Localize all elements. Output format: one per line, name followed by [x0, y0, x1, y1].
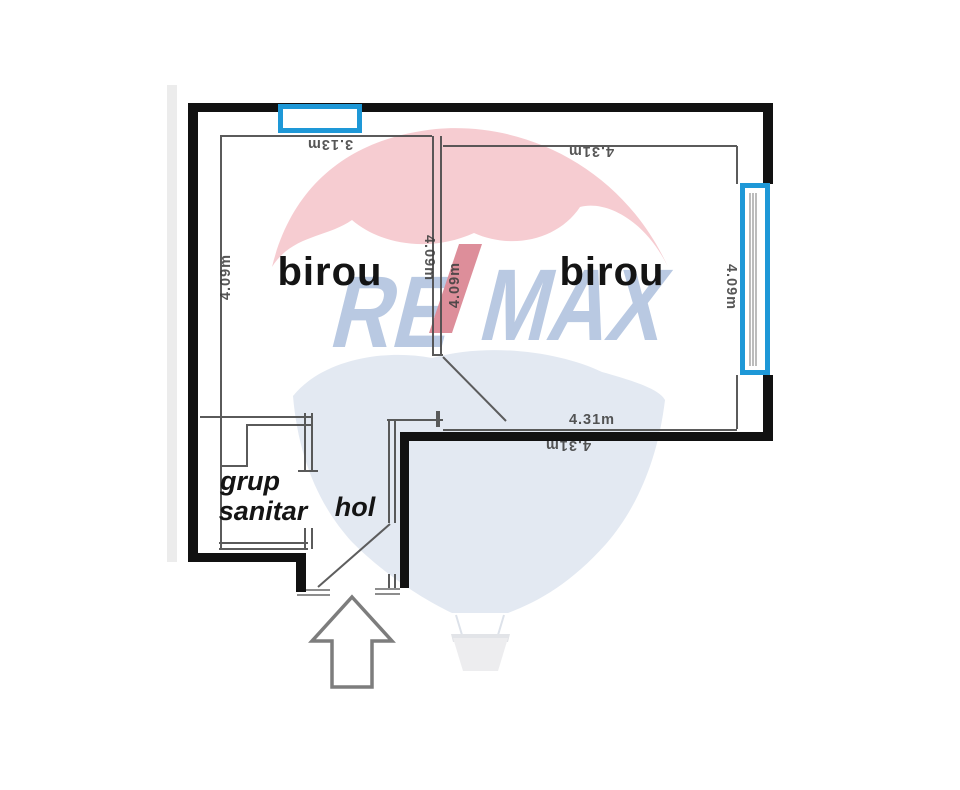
- wall-bottom-right-room: [400, 432, 773, 441]
- wall-right-upper: [763, 110, 773, 184]
- hallway-right-wall: [388, 420, 396, 589]
- scan-artifact-strip: [167, 85, 177, 562]
- room-label-office-right: birou: [560, 250, 665, 294]
- entrance-door-leaf: [317, 523, 391, 588]
- dimension-office-right-bottom-flipped: 4.31m: [545, 437, 591, 453]
- watermark-slash: [429, 244, 482, 333]
- room-label-hallway: hol: [335, 492, 376, 522]
- dimension-office-right-inner: 4.09m: [447, 262, 463, 308]
- watermark-brand-max: MAX: [471, 247, 681, 361]
- bathroom-walls: [219, 413, 313, 550]
- balloon-basket: [453, 638, 508, 671]
- window-right-glazing: [749, 193, 757, 366]
- dimension-office-right-bottom: 4.31m: [569, 412, 615, 428]
- office-door-leaf: [442, 356, 507, 422]
- dimension-office-left-side: 4.09m: [218, 254, 234, 300]
- room-label-office-left: birou: [278, 250, 383, 294]
- exterior-walls: [188, 103, 773, 592]
- office-left-inner-walls: [200, 135, 432, 418]
- wall-right-lower: [763, 375, 773, 441]
- dimension-office-right-side: 4.09m: [723, 264, 739, 310]
- doors: [317, 356, 507, 588]
- basket-connectors: [455, 614, 505, 636]
- dimension-office-left-top: 3.13m: [307, 136, 353, 152]
- room-label-bathroom-line2: sanitar: [219, 496, 309, 526]
- wall-left: [188, 103, 198, 562]
- balloon-bottom-shape: [293, 350, 665, 613]
- dimension-office-right-top: 4.31m: [568, 143, 614, 159]
- wall-bottom-step: [296, 562, 306, 592]
- offices-partition-wall: [432, 136, 443, 356]
- wall-bottom-left: [188, 553, 306, 562]
- remax-watermark: RE MAX: [272, 128, 681, 671]
- balloon-canopy-shape: [272, 128, 668, 267]
- interior-walls: [200, 135, 738, 589]
- window-right: [740, 183, 770, 375]
- window-top: [278, 104, 362, 133]
- entrance-jambs: [297, 588, 400, 596]
- wall-top: [188, 103, 773, 112]
- entrance-arrow-icon: [308, 594, 396, 689]
- office-right-inner-walls: [443, 145, 738, 431]
- room-label-bathroom-line1: grup: [219, 466, 280, 496]
- windows: [278, 104, 770, 375]
- wall-hallway-right: [400, 438, 409, 588]
- dimension-office-left-inner: 4.09m: [421, 235, 437, 281]
